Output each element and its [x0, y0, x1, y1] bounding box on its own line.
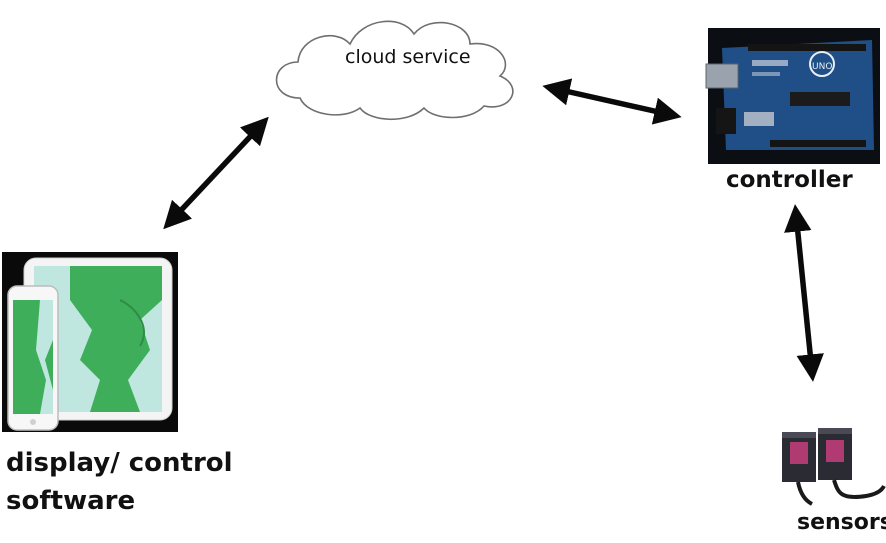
board-uno-text: UNO [812, 62, 832, 72]
tablet-phone-icon [2, 252, 178, 432]
cloud-service-label: cloud service [345, 46, 471, 68]
controller-label: controller [726, 167, 853, 193]
display-control-label: display/ control [6, 448, 233, 478]
arduino-board-icon: UNO [705, 28, 880, 164]
sensors-label: sensors [797, 510, 886, 535]
software-label: software [6, 486, 136, 516]
arrow-controller-sensors [784, 204, 824, 382]
arrow-display-cloud [163, 116, 269, 230]
sensor-icon [782, 428, 886, 506]
cloud-icon [275, 20, 514, 120]
arrow-cloud-controller [542, 78, 682, 125]
